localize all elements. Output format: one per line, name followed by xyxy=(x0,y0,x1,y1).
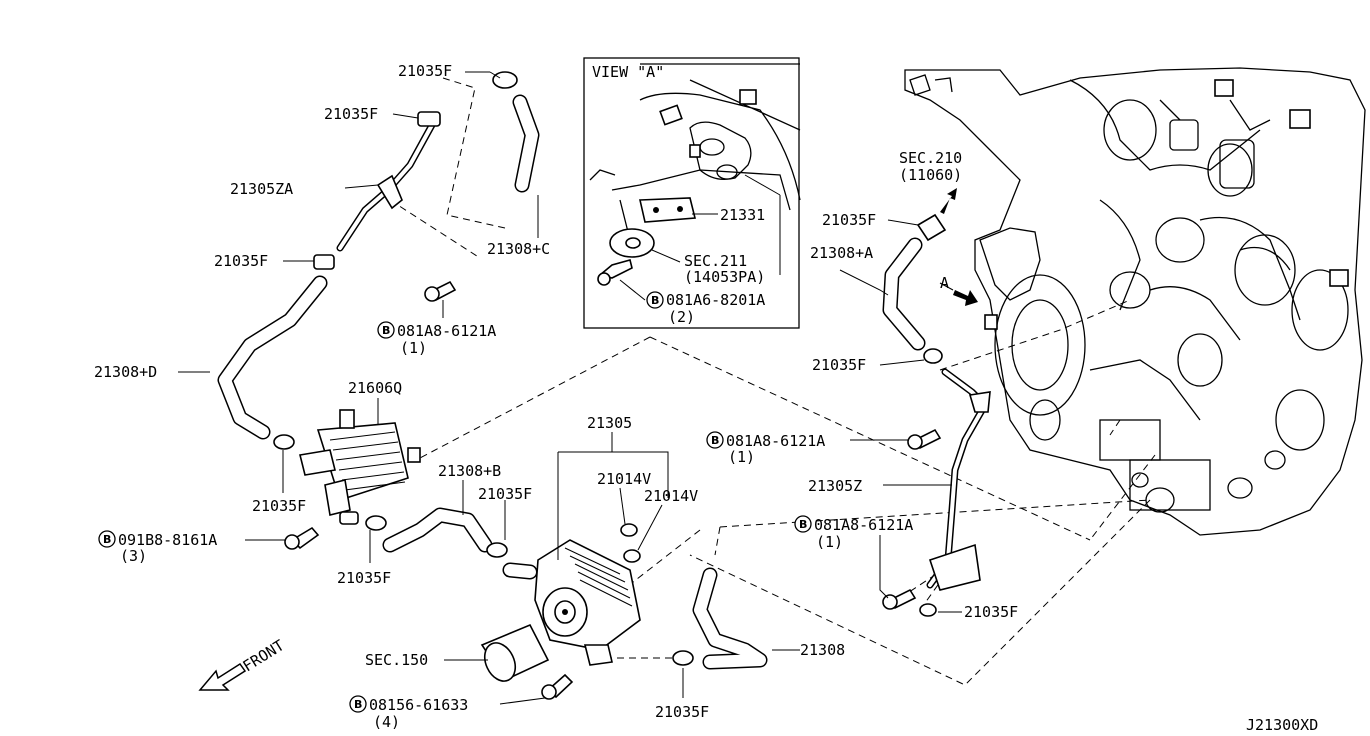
label-21305z: 21305Z xyxy=(808,477,862,495)
label-21308c: 21308+C xyxy=(487,240,550,258)
label-clamp-mid-left: 21035F xyxy=(214,252,268,270)
bolt-symbol-icon xyxy=(706,431,724,449)
label-bolt-right-low-qty: (1) xyxy=(816,533,843,551)
label-clamp-right-mid: 21035F xyxy=(812,356,866,374)
front-indicator: FRONT xyxy=(198,636,288,691)
label-sec210-ref: (11060) xyxy=(899,166,962,184)
o-ring-icon xyxy=(623,549,641,563)
clamp-icon xyxy=(672,650,694,666)
label-sec210: SEC.210 xyxy=(899,149,962,167)
label-bolt-view: 081A6-8201A xyxy=(666,291,765,309)
label-bolt-left-top: 081A8-6121A xyxy=(397,322,496,340)
svg-text:B: B xyxy=(799,518,807,531)
label-bolt-right-top-qty: (1) xyxy=(728,448,755,466)
svg-text:B: B xyxy=(103,533,111,546)
guide-lines xyxy=(389,77,1156,686)
clamp-icon xyxy=(365,515,387,531)
front-arrow-icon xyxy=(198,662,247,691)
label-21308b: 21308+B xyxy=(438,462,501,480)
view-a-title: VIEW "A" xyxy=(592,63,664,81)
left-hose-assembly xyxy=(217,71,540,558)
label-21308d: 21308+D xyxy=(94,363,157,381)
svg-text:B: B xyxy=(354,698,362,711)
label-clamp-center: 21035F xyxy=(478,485,532,503)
tube-bracket-icon xyxy=(376,174,403,210)
diagram-id: J21300XD xyxy=(1246,716,1318,734)
label-arrow-a: A xyxy=(940,274,949,292)
label-oring-a: 21014V xyxy=(597,470,651,488)
part-labels: 21035F 21035F 21305ZA 21308+C 21035F B 0… xyxy=(94,62,1318,734)
bolt-symbol-icon xyxy=(794,515,812,533)
label-21308: 21308 xyxy=(800,641,845,659)
label-sec211: SEC.211 xyxy=(684,252,747,270)
label-bolt-right-low: 081A8-6121A xyxy=(814,516,913,534)
clamp-icon xyxy=(313,254,335,270)
label-clamp-bottom: 21035F xyxy=(655,703,709,721)
bolt-symbol-icon xyxy=(377,321,395,339)
clamp-icon xyxy=(923,348,943,364)
label-clamp-top-a: 21035F xyxy=(398,62,452,80)
label-sec211-ref: (14053PA) xyxy=(684,268,765,286)
label-clamp-left-lower: 21035F xyxy=(252,497,306,515)
direction-arrow-icon xyxy=(940,188,957,214)
label-bolt-view-qty: (2) xyxy=(668,308,695,326)
label-21305za: 21305ZA xyxy=(230,180,293,198)
label-bolt-left-low-qty: (3) xyxy=(120,547,147,565)
view-a-inset: VIEW "A" 21331 SEC.211 (14053PA) B 081A6… xyxy=(583,57,801,329)
o-ring-icon xyxy=(620,523,638,537)
label-bolt-left-top-qty: (1) xyxy=(400,339,427,357)
svg-text:B: B xyxy=(651,294,659,307)
right-hose-assembly xyxy=(882,188,991,617)
clamp-icon xyxy=(486,542,508,558)
label-oring-b: 21014V xyxy=(644,487,698,505)
label-bolt-bottom-qty: (4) xyxy=(373,713,400,731)
svg-text:B: B xyxy=(711,434,719,447)
label-clamp-right-bottom: 21035F xyxy=(964,603,1018,621)
label-21305: 21305 xyxy=(587,414,632,432)
label-21606q: 21606Q xyxy=(348,379,402,397)
oil-cooler-assembly xyxy=(480,523,768,700)
label-bolt-left-low: 091B8-8161A xyxy=(118,531,217,549)
clamp-icon xyxy=(916,213,947,242)
leader-lines xyxy=(178,71,962,705)
clamp-icon xyxy=(492,71,518,89)
clamp-icon xyxy=(417,111,441,127)
label-21331: 21331 xyxy=(720,206,765,224)
label-bolt-bottom: 08156-61633 xyxy=(369,696,468,714)
view-a-arrow-icon xyxy=(953,290,978,306)
label-21308a: 21308+A xyxy=(810,244,873,262)
svg-text:B: B xyxy=(382,324,390,337)
label-bolt-right-top: 081A8-6121A xyxy=(726,432,825,450)
bolt-symbol-icon xyxy=(349,695,367,713)
label-sec150: SEC.150 xyxy=(365,651,428,669)
bolt-symbol-icon xyxy=(646,291,664,309)
label-clamp-left-bottom: 21035F xyxy=(337,569,391,587)
label-front: FRONT xyxy=(240,636,288,675)
bolt-symbol-icon xyxy=(98,530,116,548)
clamp-icon xyxy=(273,434,295,450)
label-clamp-right-top: 21035F xyxy=(822,211,876,229)
clamp-icon xyxy=(919,603,937,617)
label-clamp-top-b: 21035F xyxy=(324,105,378,123)
engine-block xyxy=(904,67,1366,536)
